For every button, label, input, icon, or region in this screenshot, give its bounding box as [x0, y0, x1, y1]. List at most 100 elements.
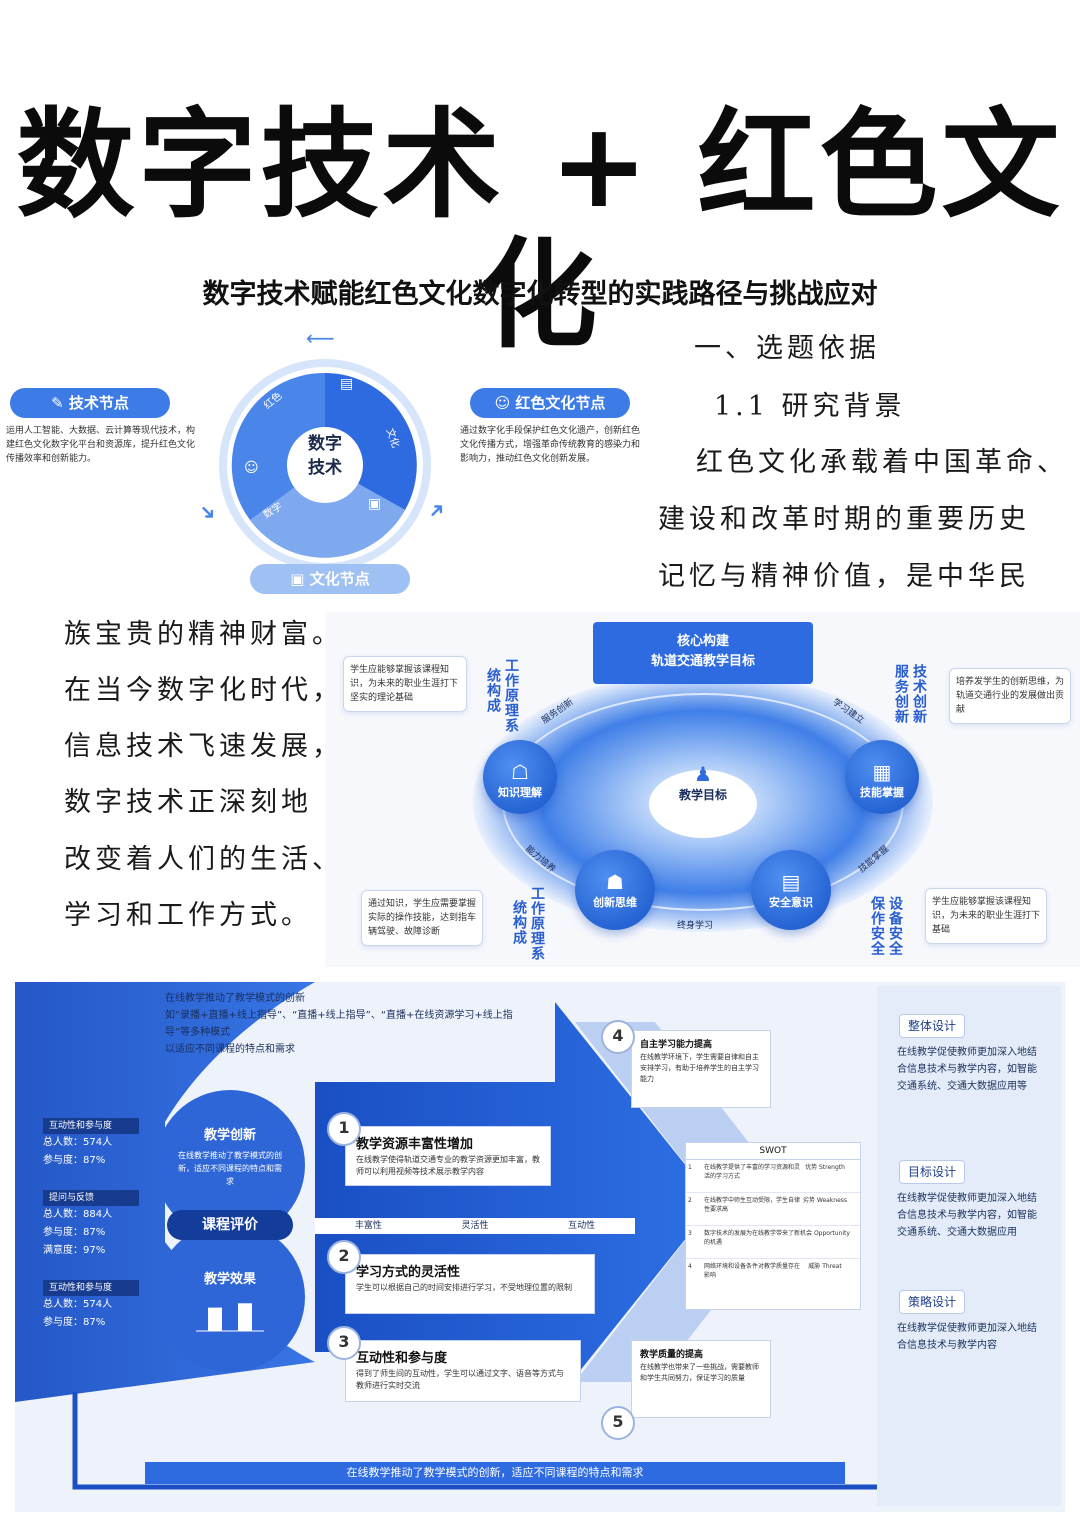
- side-title-2: 目标设计: [899, 1160, 965, 1184]
- swot-text: 在线教学中师生互动受限，学生自律性要求高: [704, 1197, 801, 1213]
- people-icon: ☺: [494, 394, 516, 412]
- node-knowledge: ☖知识理解: [483, 740, 557, 814]
- screen-icon: ▤: [781, 870, 801, 894]
- swot-row: 2 在线教学中师生互动受限，学生自律性要求高 劣势 Weakness: [686, 1193, 860, 1226]
- swot-idx: 4: [688, 1263, 692, 1270]
- doc-icon: ▤: [340, 376, 354, 392]
- vlabel-1: 统构成: [485, 668, 501, 713]
- culture-node-pill: ▣ 文化节点: [250, 564, 410, 594]
- circle-effect: 教学效果: [155, 1222, 305, 1372]
- bullet-list: 在线教学推动了教学模式的创新 如“录播+直播+线上指导”、“直播+线上指导”、“…: [165, 990, 525, 1058]
- effect-bar-chart: [196, 1303, 264, 1332]
- vlabel-2: 工作原理系: [503, 658, 519, 733]
- swot-table: SWOT 1 在线教学提供了丰富的学习资源和灵活的学习方式 优势 Strengt…: [685, 1142, 861, 1310]
- swot-tag: 威胁 Threat: [808, 1263, 842, 1270]
- node-safety-label: 安全意识: [769, 896, 813, 909]
- text-left-3: 信息技术飞速发展，: [64, 731, 343, 762]
- text-left-4: 数字技术正深刻地: [64, 787, 312, 818]
- tech-node-pill: ✎ 技术节点: [10, 388, 170, 418]
- item-3-number: 3: [327, 1326, 361, 1360]
- circle-innovation-desc: 在线教学推动了教学模式的创新，适应不同课程的特点和需求: [178, 1151, 282, 1186]
- culture-node-label: 文化节点: [309, 570, 370, 588]
- stat-title-2: 提问与反馈: [43, 1190, 139, 1206]
- user-icon: ☺: [244, 460, 259, 476]
- bar-before: [208, 1307, 222, 1331]
- stat-block-1: 互动性和参与度 总人数：574人 参与度：87%: [43, 1118, 139, 1170]
- swot-row: 3 数字技术的发展为在线教学带来了新的机遇 机会 Opportunity: [686, 1226, 860, 1259]
- stat-row-1-2: 参与度：87%: [43, 1155, 106, 1166]
- vlabel-7: 保作安全: [869, 896, 885, 956]
- side-text-1: 在线教学促使教师更加深入地结合信息技术与教学内容，如智能交通系统、交通大数据应用…: [897, 1047, 1037, 1092]
- ring-center-label: 教学目标: [678, 788, 727, 802]
- stat-row-2-1: 总人数：884人: [43, 1209, 113, 1220]
- ring-box-br: 学生应能够掌握该课程知识，为未来的职业生涯打下基础: [925, 888, 1047, 944]
- ring-header: 核心构建 轨道交通教学目标: [593, 622, 813, 684]
- tech-node-label: 技术节点: [68, 394, 129, 412]
- red-node-pill: ☺ 红色文化节点: [470, 388, 630, 418]
- swot-idx: 2: [688, 1197, 692, 1204]
- item-1: 教学资源丰富性增加 在线教学使得轨道交通专业的教学资源更加丰富，教师可以利用视频…: [345, 1126, 551, 1186]
- person-target-icon: ♟: [694, 762, 712, 786]
- vlabel-5: 统构成: [511, 900, 527, 945]
- swot-row: 1 在线教学提供了丰富的学习资源和灵活的学习方式 优势 Strength: [686, 1160, 860, 1193]
- vlabel-3: 服务创新: [893, 664, 909, 724]
- item-2-desc: 学生可以根据自己的时间安排进行学习，不受地理位置的限制: [356, 1283, 572, 1292]
- ring-header-line-1: 核心构建: [676, 634, 729, 649]
- swot-title: SWOT: [686, 1143, 860, 1160]
- swot-tag: 劣势 Weakness: [802, 1197, 848, 1204]
- step-5-desc: 在线教学也带来了一些挑战，需要教师和学生共同努力，保证学习的质量: [640, 1363, 759, 1382]
- circle-innovation-title: 教学创新: [203, 1128, 256, 1143]
- course-eval-label: 课程评价: [202, 1217, 258, 1233]
- item-3-desc: 得到了师生间的互动性，学生可以通过文字、语音等方式与教师进行实时交流: [356, 1369, 564, 1390]
- node-innovation-label: 创新思维: [593, 896, 637, 909]
- column-header: 丰富性 灵活性 互动性: [315, 1218, 635, 1234]
- item-1-title: 教学资源丰富性增加: [356, 1137, 474, 1152]
- vlabel-8: 设备安全: [887, 896, 903, 956]
- side-title-3: 策略设计: [899, 1290, 965, 1314]
- stat-block-2: 提问与反馈 总人数：884人 参与度：87% 满意度：97%: [43, 1190, 139, 1260]
- red-node-desc: 通过数字化手段保护红色文化遗产，创新红色文化传播方式，增强革命传统教育的感染力和…: [460, 426, 641, 464]
- tech-node-desc: 运用人工智能、大数据、云计算等现代技术，构建红色文化数字化平台和资源库，提升红色…: [6, 426, 196, 464]
- step-4-number: 4: [601, 1020, 635, 1054]
- side-text-2: 在线教学促使教师更加深入地结合信息技术与教学内容，如智能交通系统、交通大数据应用: [897, 1193, 1037, 1238]
- circle-effect-title: 教学效果: [203, 1272, 256, 1287]
- bottom-infographic: 在线教学推动了教学模式的创新 如“录播+直播+线上指导”、“直播+线上指导”、“…: [15, 982, 1065, 1512]
- stat-row-2-2: 参与度：87%: [43, 1227, 106, 1238]
- ring-box-bl: 通过知识，学生应需要掌握实际的操作技能，达到指车辆驾驶、故障诊断: [361, 890, 483, 946]
- vlabel-4: 技术创新: [911, 664, 927, 724]
- swot-text: 在线教学提供了丰富的学习资源和灵活的学习方式: [704, 1164, 801, 1180]
- ring-box-tr: 培养发学生的创新思维，为轨道交通行业的发展做出贡献: [949, 668, 1071, 724]
- text-left-5: 改变着人们的生活、: [64, 844, 343, 875]
- arc-label-5: 终身学习: [677, 921, 714, 931]
- stat-row-1-1: 总人数：574人: [43, 1137, 113, 1148]
- col-flexibility: 灵活性: [461, 1221, 489, 1231]
- ring-box-tl: 学生应能够掌握该课程知识，为未来的职业生涯打下坚实的理论基础: [343, 656, 467, 712]
- swot-row: 4 网络环境和设备条件对教学质量存在影响 威胁 Threat: [686, 1259, 860, 1291]
- cycle-center-line-1: 数字: [308, 434, 342, 454]
- swot-idx: 3: [688, 1230, 692, 1237]
- swot-text: 网络环境和设备条件对教学质量存在影响: [704, 1263, 801, 1279]
- stat-title-1: 互动性和参与度: [43, 1118, 139, 1134]
- side-title-1: 整体设计: [899, 1014, 965, 1038]
- text-right-2: 建设和改革时期的重要历史: [658, 504, 1030, 535]
- stat-row-3-1: 总人数：574人: [43, 1299, 113, 1310]
- presenter-icon: ☗: [606, 870, 624, 894]
- box-icon: ▣: [290, 570, 310, 588]
- item-2-number: 2: [327, 1240, 361, 1274]
- stat-row-2-3: 满意度：97%: [43, 1245, 106, 1256]
- ring-header-line-2: 轨道交通教学目标: [650, 654, 755, 669]
- stat-row-3-2: 参与度：87%: [43, 1317, 106, 1328]
- section-heading: 一、选题依据: [694, 333, 880, 364]
- swot-idx: 1: [688, 1164, 692, 1171]
- text-right-1: 红色文化承载着中国革命、: [696, 447, 1068, 478]
- step-4-title: 自主学习能力提高: [640, 1040, 713, 1050]
- cycle-diagram: 数字 技术 红色 文化 数字 ▤ ☺ ▣ ⟵ ➜ ➜ ✎ 技术节点 运用人工智能…: [0, 320, 660, 600]
- id-card-icon: ▦: [872, 760, 892, 784]
- item-2-title: 学习方式的灵活性: [356, 1265, 461, 1280]
- node-innovation: ☗ 创新思维: [575, 850, 655, 930]
- edit-icon: ✎: [51, 394, 69, 412]
- red-node-label: 红色文化节点: [515, 394, 606, 412]
- side-text-3: 在线教学促使教师更加深入地结合信息技术与教学内容: [897, 1323, 1037, 1351]
- cycle-ring: [219, 359, 431, 571]
- bullet-2: 如“录播+直播+线上指导”、“直播+线上指导”、“直播+在线资源学习+线上指导”…: [165, 1010, 513, 1038]
